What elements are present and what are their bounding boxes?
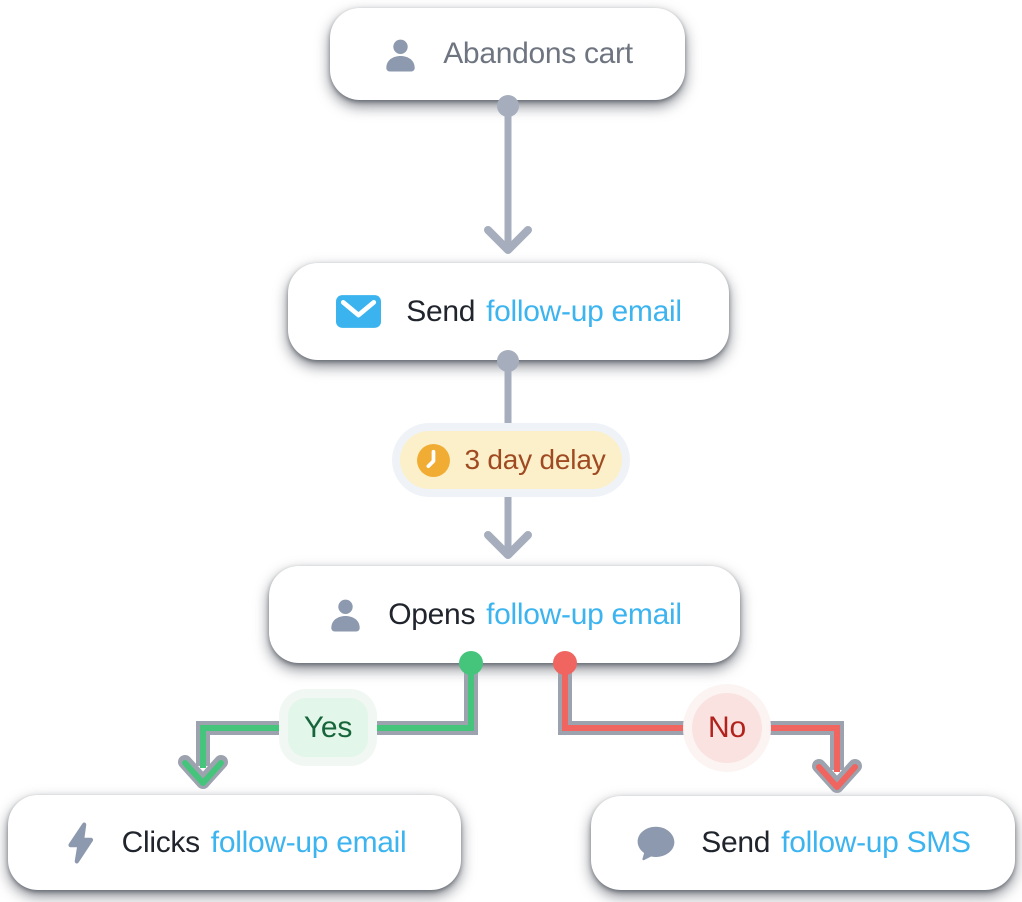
bolt-icon [68,822,93,863]
node-label-accent: follow-up email [486,597,682,631]
node-label-plain: Opens [388,597,476,631]
node-label: Opens follow-up email [388,597,682,632]
arrowhead-down-icon [484,531,532,559]
yes-text: Yes [303,710,353,744]
node-label: Send follow-up SMS [701,826,971,860]
arrowhead-down-icon [484,226,532,254]
no-text: No [708,711,746,744]
node-label-plain: Send [406,294,476,328]
arrowhead-down-icon [816,764,858,790]
yes-branch-label: Yes [288,698,368,757]
envelope-icon [336,295,382,328]
node-label-accent: follow-up email [486,294,682,328]
clock-icon [417,443,451,477]
node-clicks-email[interactable]: Clicks follow-up email [8,795,461,890]
node-opens-email[interactable]: Opens follow-up email [269,566,740,663]
node-label: Abandons cart [443,37,633,71]
no-branch-label: No [692,693,762,763]
node-label: Send follow-up email [406,294,682,329]
node-send-email[interactable]: Send follow-up email [288,263,729,360]
delay-badge[interactable]: 3 day delay [400,431,622,489]
node-label-accent: follow-up SMS [781,826,971,859]
delay-label: 3 day delay [464,444,606,475]
node-label-plain: Abandons cart [443,37,633,70]
person-icon [331,599,360,632]
connector-cart-to-email [484,95,532,254]
arrowhead-down-icon [182,760,224,786]
node-send-sms[interactable]: Send follow-up SMS [591,796,1015,890]
node-abandons-cart[interactable]: Abandons cart [330,8,685,100]
node-label: Clicks follow-up email [122,826,407,860]
node-label-accent: follow-up email [210,825,407,859]
node-label-plain: Clicks [121,825,201,859]
chat-bubble-icon [637,826,675,861]
person-icon [386,39,415,71]
node-label-plain: Send [701,826,771,859]
